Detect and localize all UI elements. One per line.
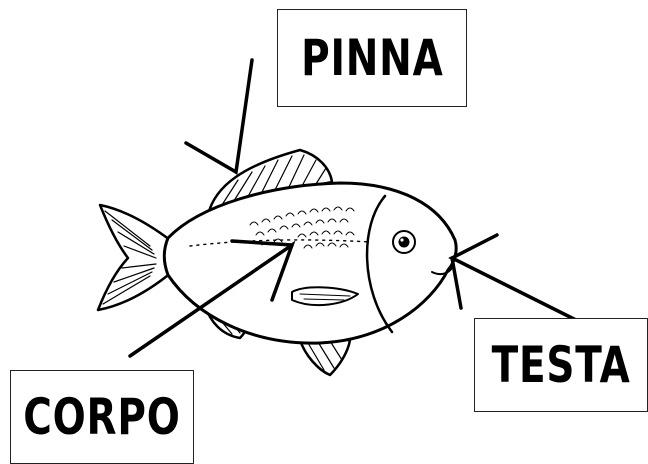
corpo-label: CORPO — [23, 388, 180, 446]
testa-pointer-line — [452, 235, 580, 322]
tail-fin — [98, 205, 172, 310]
testa-pointer-line-tick — [452, 258, 461, 308]
pinna-label: PINNA — [301, 29, 443, 87]
testa-label-box: TESTA — [474, 318, 648, 412]
testa-label: TESTA — [492, 336, 631, 394]
pinna-label-box: PINNA — [277, 9, 467, 107]
pinna-pointer-line — [186, 60, 252, 172]
corpo-label-box: CORPO — [10, 370, 194, 464]
fish-body — [164, 183, 456, 343]
